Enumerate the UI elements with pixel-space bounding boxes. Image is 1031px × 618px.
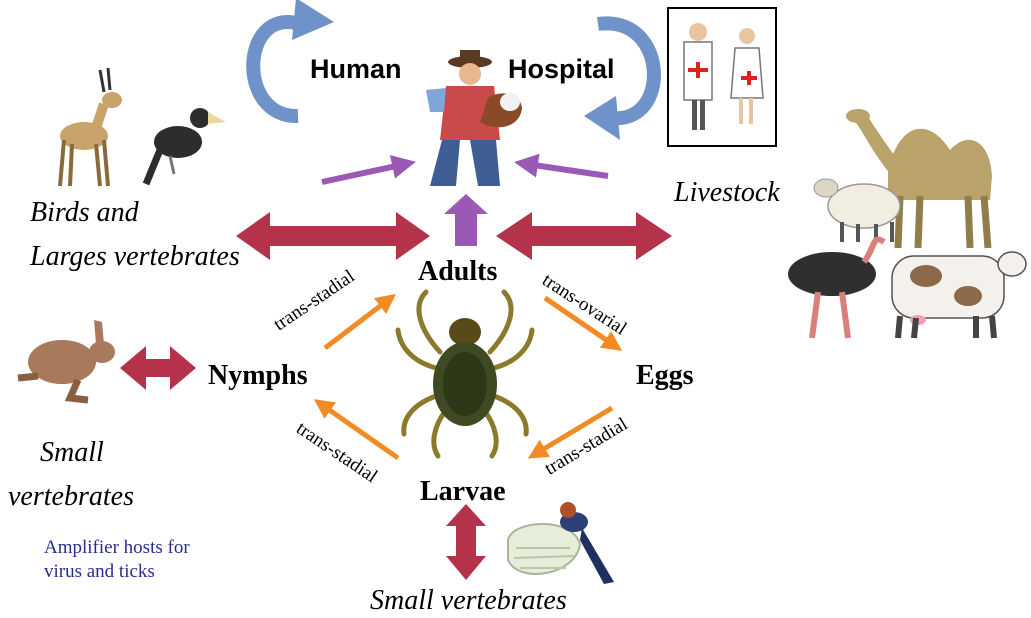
host-livestock-label: Livestock [674, 176, 780, 210]
human-arrow-birds [322, 163, 410, 182]
human-arrow-livestock [520, 163, 608, 176]
medical-staff-icon [668, 8, 776, 146]
stage-nymphs: Nymphs [208, 360, 308, 392]
stage-larvae: Larvae [420, 476, 506, 508]
cow-icon [892, 252, 1026, 338]
host-birds-label-line1: Birds and [30, 196, 139, 230]
host-small-left-line2: vertebrates [8, 480, 134, 514]
host-small-bottom-label: Small vertebrates [370, 584, 567, 618]
host-birds-label-line2: Larges vertebrates [30, 240, 240, 274]
amplifier-note-line1: Amplifier hosts for [44, 536, 190, 560]
human-arrow-adults [444, 194, 488, 246]
host-arrow-adults-livestock [496, 212, 672, 260]
ostrich-icon [788, 239, 884, 338]
host-arrow-adults-birds [236, 212, 430, 260]
stage-eggs: Eggs [636, 360, 694, 392]
hospital-label: Hospital [508, 54, 615, 85]
hornbill-icon [146, 108, 226, 184]
tick-icon [398, 292, 532, 456]
swallow-nest-icon [508, 502, 614, 584]
human-label: Human [310, 54, 402, 85]
hare-icon [18, 320, 115, 400]
gazelle-icon [60, 68, 122, 186]
stage-adults: Adults [418, 256, 497, 288]
amplifier-note-line2: virus and ticks [44, 560, 155, 584]
sheep-icon [814, 179, 900, 242]
arrow-nymphs-to-adults [325, 297, 392, 348]
host-arrow-larvae-small [446, 504, 486, 580]
host-small-left-line1: Small [40, 436, 104, 470]
host-arrow-nymphs-small [120, 346, 196, 390]
